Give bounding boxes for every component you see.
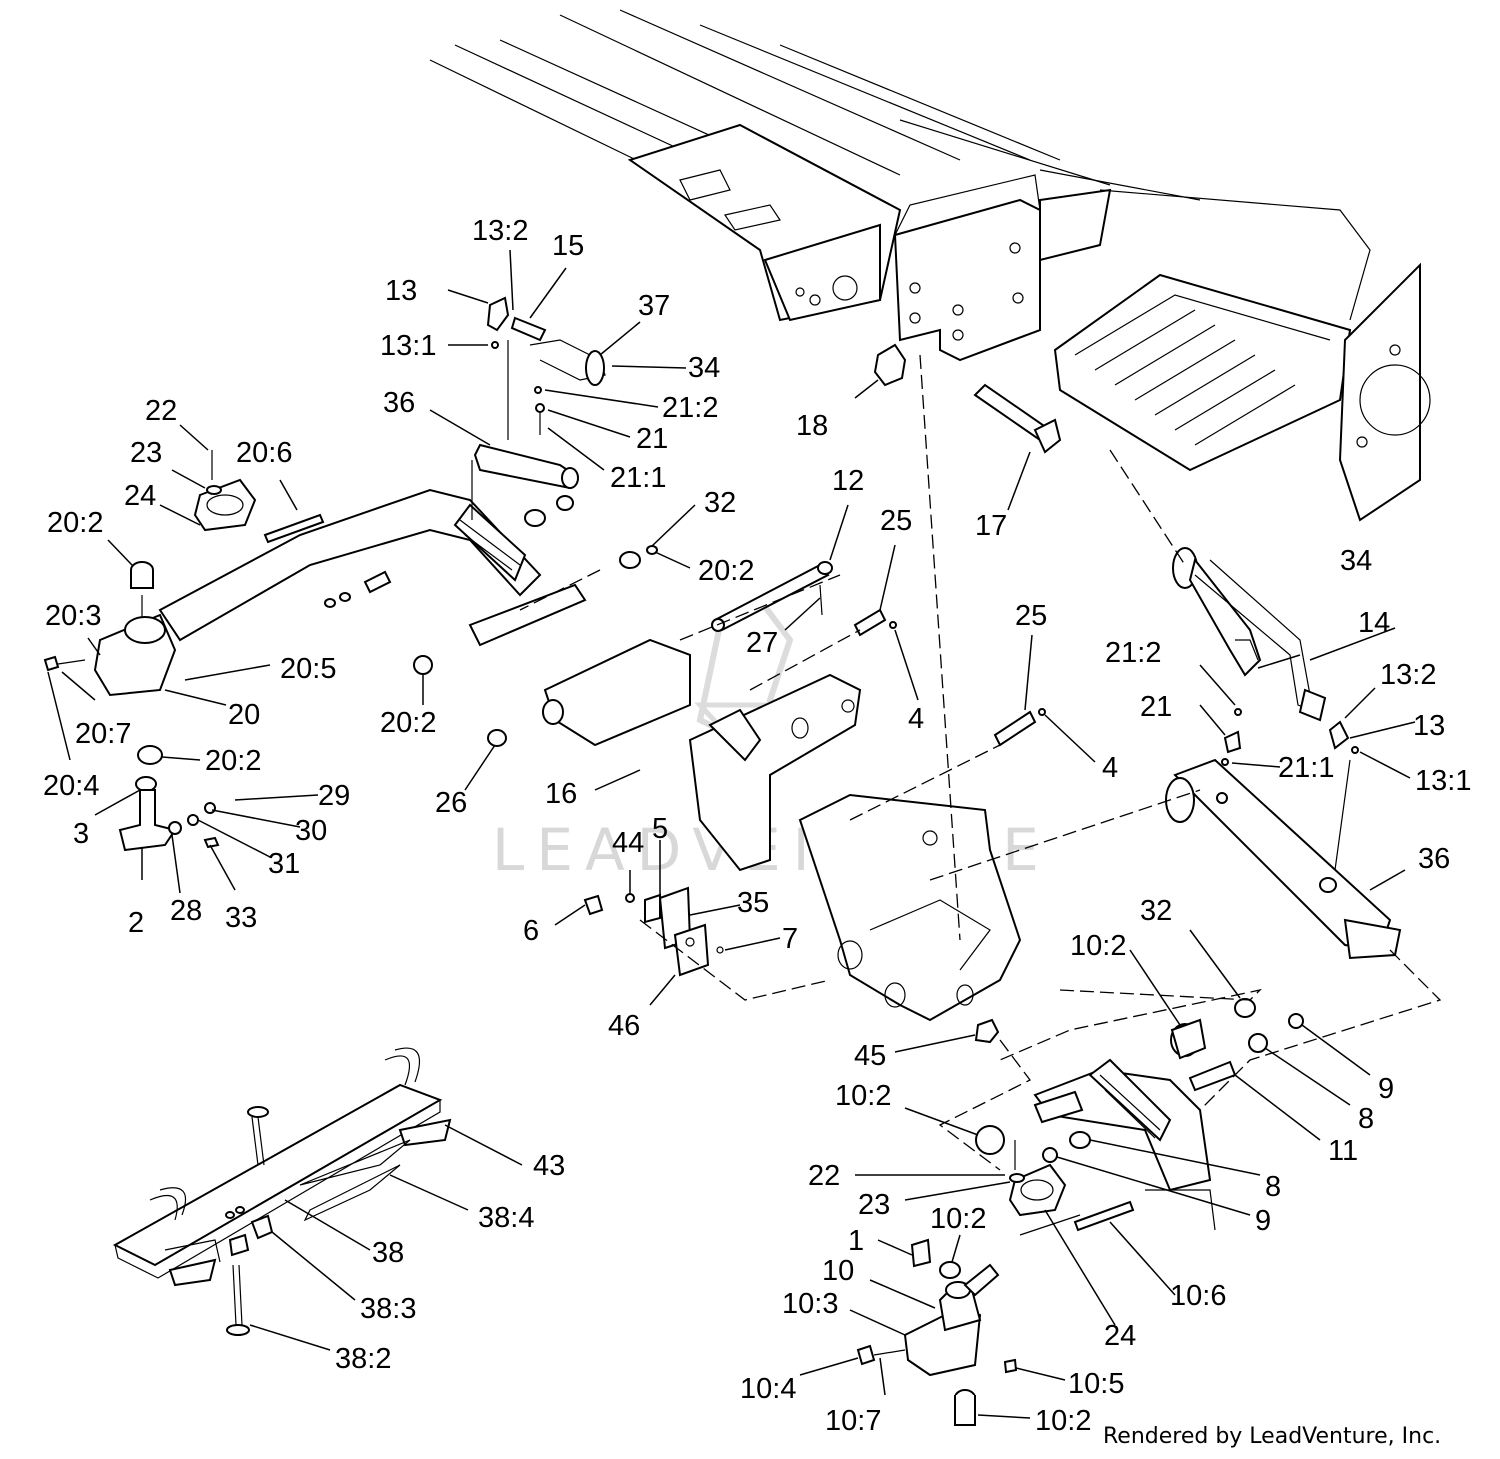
callout-10-7: 10:7 — [825, 1405, 881, 1437]
callout-21: 21 — [636, 423, 668, 455]
callout-8-b: 8 — [1265, 1171, 1281, 1203]
callout-15: 15 — [552, 230, 584, 262]
callout-16: 16 — [545, 778, 577, 810]
callout-24: 24 — [124, 480, 156, 512]
callout-13-1-right: 13:1 — [1415, 765, 1471, 797]
callout-37: 37 — [638, 290, 670, 322]
callout-21-right: 21 — [1140, 691, 1172, 723]
callout-18: 18 — [796, 410, 828, 442]
callout-30: 30 — [295, 815, 327, 847]
callout-22-right: 22 — [808, 1160, 840, 1192]
callout-1: 1 — [848, 1225, 864, 1257]
callout-27: 27 — [746, 627, 778, 659]
callout-20-6: 20:6 — [236, 437, 292, 469]
callout-20-2-c: 20:2 — [380, 707, 436, 739]
vehicle-frame — [429, 9, 1431, 522]
callout-9-b: 9 — [1255, 1205, 1271, 1237]
leader-lines — [47, 249, 1416, 1419]
callout-4-b: 4 — [1102, 752, 1118, 784]
callout-12: 12 — [832, 465, 864, 497]
callout-24-right: 24 — [1104, 1320, 1136, 1352]
callout-21-2: 21:2 — [662, 392, 718, 424]
left-axle-arm — [43, 450, 658, 852]
callout-33: 33 — [225, 902, 257, 934]
callout-20-2-d: 20:2 — [205, 745, 261, 777]
callout-34-right: 34 — [1340, 545, 1372, 577]
callout-14: 14 — [1358, 607, 1390, 639]
callout-11: 11 — [1328, 1135, 1358, 1167]
bracket-assembly — [583, 886, 724, 977]
callout-22: 22 — [145, 395, 177, 427]
callout-13-2: 13:2 — [472, 215, 528, 247]
front-axle-beam — [487, 561, 1046, 1022]
callout-3: 3 — [73, 818, 89, 850]
callout-38: 38 — [372, 1237, 404, 1269]
callout-21-2-right: 21:2 — [1105, 637, 1161, 669]
callout-13-2-right: 13:2 — [1380, 659, 1436, 691]
callout-10-6: 10:6 — [1170, 1280, 1226, 1312]
callout-21-1: 21:1 — [610, 462, 666, 494]
callout-36-right: 36 — [1418, 843, 1450, 875]
callout-34: 34 — [688, 352, 720, 384]
callout-13-1: 13:1 — [380, 330, 436, 362]
callout-38-2: 38:2 — [335, 1343, 391, 1375]
callout-8: 8 — [1358, 1103, 1374, 1135]
callout-10-5: 10:5 — [1068, 1368, 1124, 1400]
callout-9: 9 — [1378, 1073, 1394, 1105]
callout-46: 46 — [608, 1010, 640, 1042]
callout-32: 32 — [704, 487, 736, 519]
render-credit: Rendered by LeadVenture, Inc. — [1103, 1424, 1441, 1449]
callout-26: 26 — [435, 787, 467, 819]
callout-labels: 13:2 15 13 37 13:1 34 36 21:2 22 18 21 2… — [43, 215, 1471, 1437]
callout-2: 2 — [128, 907, 144, 939]
callout-20-5: 20:5 — [280, 653, 336, 685]
callout-35: 35 — [737, 887, 769, 919]
callout-28: 28 — [170, 895, 202, 927]
callout-10-4: 10:4 — [740, 1373, 796, 1405]
callout-20: 20 — [228, 699, 260, 731]
callout-38-3: 38:3 — [360, 1293, 416, 1325]
callout-10-2-b: 10:2 — [835, 1080, 891, 1112]
callout-31: 31 — [268, 848, 300, 880]
right-axle-arm — [856, 998, 1304, 1426]
callout-10: 10 — [822, 1255, 854, 1287]
callout-13-right: 13 — [1413, 710, 1445, 742]
callout-25-b: 25 — [1015, 600, 1047, 632]
callout-13: 13 — [385, 275, 417, 307]
callout-21-1-right: 21:1 — [1278, 752, 1334, 784]
callout-32-right: 32 — [1140, 895, 1172, 927]
callout-17: 17 — [975, 510, 1007, 542]
callout-4: 4 — [908, 703, 924, 735]
callout-25: 25 — [880, 505, 912, 537]
callout-10-2-d: 10:2 — [1035, 1405, 1091, 1437]
callout-7: 7 — [782, 923, 798, 955]
callout-10-3: 10:3 — [782, 1288, 838, 1320]
callout-20-2-b: 20:2 — [698, 555, 754, 587]
callout-45: 45 — [854, 1040, 886, 1072]
assembly-lines — [519, 354, 1442, 1171]
callout-36: 36 — [383, 387, 415, 419]
callout-20-4: 20:4 — [43, 770, 99, 802]
callout-20-7: 20:7 — [75, 718, 131, 750]
callout-10-2-c: 10:2 — [930, 1203, 986, 1235]
callout-44: 44 — [612, 827, 644, 859]
callout-10-2: 10:2 — [1070, 930, 1126, 962]
nut-18 — [873, 343, 907, 387]
callout-6: 6 — [523, 915, 539, 947]
callout-38-4: 38:4 — [478, 1202, 534, 1234]
bolt-17 — [973, 383, 1062, 454]
callout-23-right: 23 — [858, 1189, 890, 1221]
right-hydraulics — [1165, 547, 1402, 960]
nut-45 — [974, 1018, 1000, 1044]
tow-bar-assembly — [112, 1047, 452, 1336]
callout-20-3: 20:3 — [45, 600, 101, 632]
callout-20-2: 20:2 — [47, 507, 103, 539]
callout-23: 23 — [130, 437, 162, 469]
callout-29: 29 — [318, 780, 350, 812]
callout-43: 43 — [533, 1150, 565, 1182]
callout-5: 5 — [652, 813, 668, 845]
hydraulic-fittings-left — [471, 296, 606, 520]
